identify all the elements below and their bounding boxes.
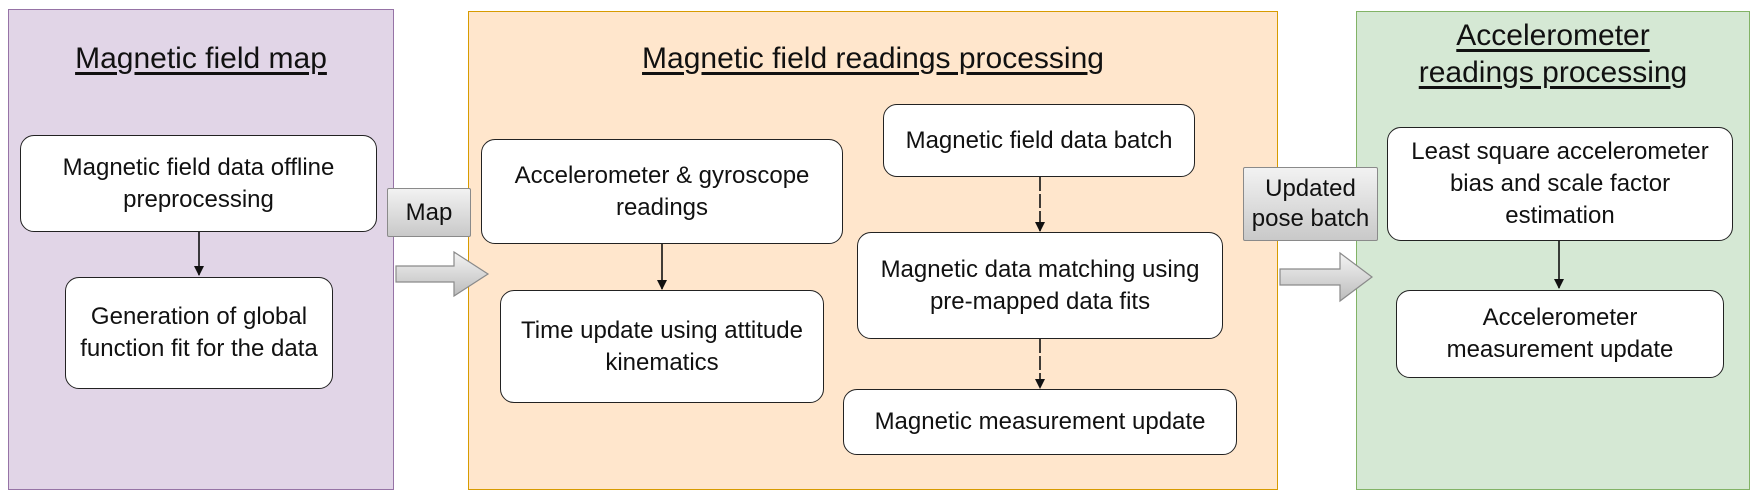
accelerometer-measurement-update-box: Accelerometer measurement update bbox=[1396, 290, 1724, 378]
preprocessing-box: Magnetic field data offline preprocessin… bbox=[20, 135, 377, 232]
imu-readings-box: Accelerometer & gyroscope readings bbox=[481, 139, 843, 244]
time-update-box: Time update using attitude kinematics bbox=[500, 290, 824, 403]
accelerometer-processing-title: Accelerometer readings processing bbox=[1418, 19, 1688, 89]
data-batch-box: Magnetic field data batch bbox=[883, 104, 1195, 177]
magnetic-field-map-panel: Magnetic field map bbox=[8, 9, 394, 490]
magnetic-field-map-title: Magnetic field map bbox=[75, 42, 327, 75]
pose-batch-connector-label: Updated pose batch bbox=[1243, 167, 1378, 241]
least-square-estimation-box: Least square accelerometer bias and scal… bbox=[1387, 127, 1733, 241]
matching-box: Magnetic data matching using pre-mapped … bbox=[857, 232, 1223, 339]
global-fit-box: Generation of global function fit for th… bbox=[65, 277, 333, 389]
mag-measurement-update-box: Magnetic measurement update bbox=[843, 389, 1237, 455]
accelerometer-processing-panel: Accelerometer readings processing bbox=[1356, 11, 1750, 490]
magnetic-field-processing-title: Magnetic field readings processing bbox=[642, 42, 1104, 75]
map-connector-label: Map bbox=[387, 188, 471, 237]
